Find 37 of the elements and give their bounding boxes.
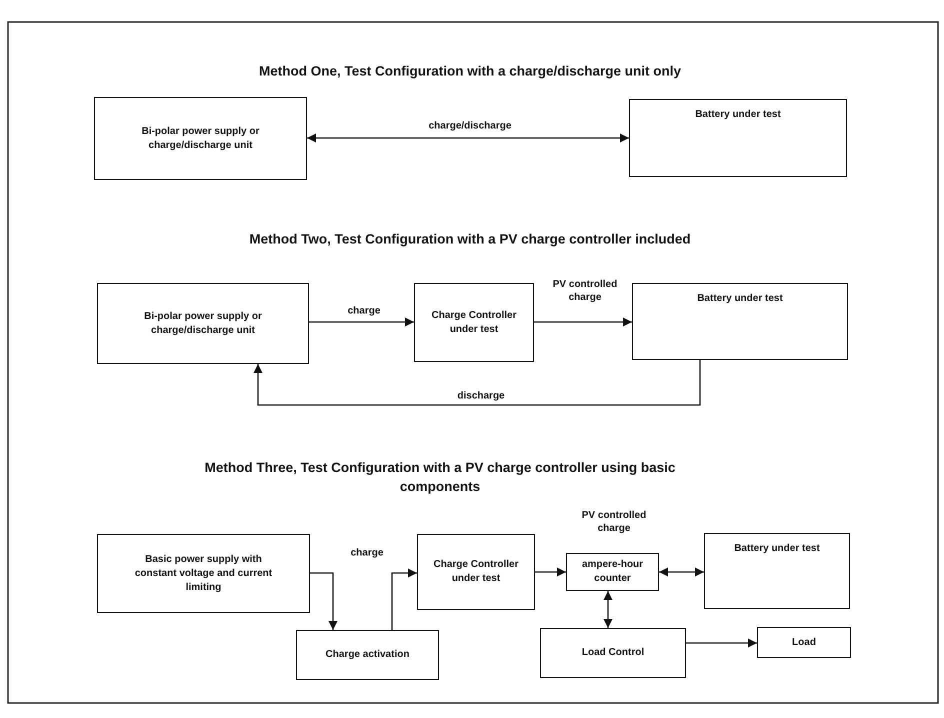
block-label: Charge activation [326, 648, 410, 662]
block-label: Load Control [582, 646, 644, 660]
block-box [417, 534, 535, 610]
block-label: Bi-polar power supply or charge/discharge unit [140, 124, 260, 152]
block-box [632, 283, 848, 360]
block-box [704, 533, 850, 609]
arrow [686, 638, 757, 648]
block-label: Bi-polar power supply or charge/discharge unit [143, 310, 263, 338]
block-label: Load [792, 636, 816, 650]
arrow [391, 568, 417, 630]
arrow [309, 318, 414, 326]
arrow [604, 591, 612, 628]
block-box [296, 630, 439, 680]
block-box [757, 627, 851, 658]
block-label: Battery under test [695, 108, 781, 122]
arrow [535, 568, 566, 576]
arrow [307, 134, 629, 142]
section-heading: Method Three, Test Configuration with a PV charge controller using basic components [204, 459, 676, 496]
arrow [534, 318, 632, 326]
block-label: Battery under test [734, 542, 820, 556]
block-label: Charge Controller under test [430, 308, 518, 336]
block-label: Battery under test [697, 292, 783, 306]
block-box [94, 97, 307, 180]
block-label: ampere-hour counter [580, 558, 644, 586]
block-box [566, 553, 659, 591]
block-box [540, 628, 686, 678]
block-box [97, 534, 310, 613]
section-heading: Method One, Test Configuration with a charge/discharge unit only [258, 62, 682, 81]
section-heading: Method Two, Test Configuration with a PV charge controller included [248, 230, 692, 249]
arrow [659, 568, 704, 576]
arrow [310, 572, 338, 630]
block-label: Charge Controller under test [432, 558, 520, 586]
block-box [414, 283, 534, 362]
arrow [254, 360, 701, 406]
block-box [97, 283, 309, 364]
block-label: Basic power supply with constant voltage and current limiting [134, 552, 274, 594]
block-box [629, 99, 847, 177]
